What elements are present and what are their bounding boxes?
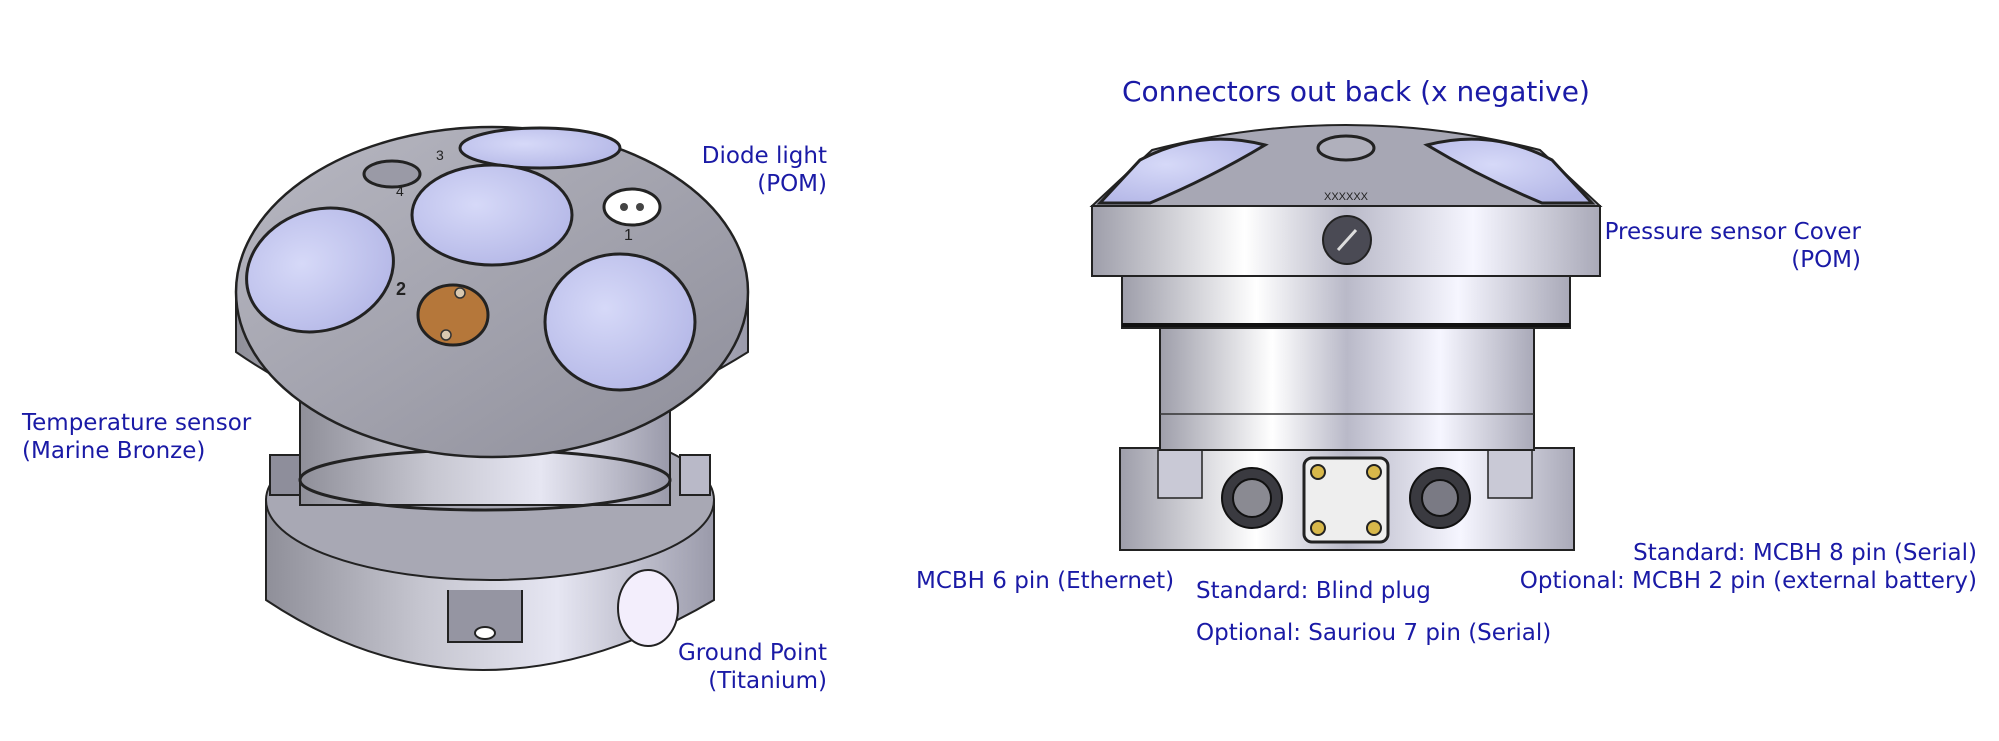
dome-plug	[1316, 134, 1376, 162]
pressure-slot	[1336, 228, 1358, 252]
blind-plug-screw	[1366, 520, 1382, 536]
diode-light-label-line: (POM)	[757, 171, 827, 197]
diode-light-label: Diode light (POM)	[702, 142, 827, 198]
blind-plug-screw	[1310, 520, 1326, 536]
housing-notch-right	[679, 454, 711, 496]
blind-plug-label-line: Standard: Blind plug	[1196, 578, 1431, 604]
mcbh6-label: MCBH 6 pin (Ethernet)	[916, 567, 1174, 595]
temperature-sensor-label-line: (Marine Bronze)	[22, 438, 206, 464]
blind-plug-label: Standard: Blind plug Optional: Sauriou 7…	[1196, 577, 1551, 647]
port-number-1: 1	[624, 227, 633, 244]
diode-pin	[620, 203, 628, 211]
pressure-sensor-label-line: (POM)	[1791, 247, 1861, 273]
middle-cylinder	[1159, 327, 1535, 451]
temperature-screw	[454, 287, 466, 299]
diode-pin	[636, 203, 644, 211]
pressure-sensor-label-line: Pressure sensor Cover	[1604, 219, 1861, 245]
cap-window-center	[410, 163, 574, 267]
mcbh6-connector-face	[1232, 478, 1272, 518]
housing-notch-left	[269, 454, 301, 496]
cap-small-plug	[362, 159, 422, 189]
blind-plug	[1302, 456, 1390, 544]
temperature-sensor-label-line: Temperature sensor	[22, 410, 252, 436]
ground-point	[617, 569, 679, 647]
blind-plug-screw	[1366, 464, 1382, 480]
cap-window-top	[458, 126, 622, 170]
temperature-screw	[440, 329, 452, 341]
pressure-sensor-label: Pressure sensor Cover (POM)	[1605, 218, 1861, 274]
port-number-3: 3	[436, 147, 444, 163]
blind-plug-screw	[1310, 464, 1326, 480]
ground-point-label: Ground Point (Titanium)	[678, 639, 827, 695]
ground-point-label-line: (Titanium)	[708, 668, 827, 694]
block-notch-right	[1487, 449, 1533, 499]
right-back-view: XXXXXX	[1089, 124, 1603, 551]
ground-point-label-line: Ground Point	[677, 640, 827, 666]
mcbh8-label-line: Standard: MCBH 8 pin (Serial)	[1633, 540, 1977, 566]
diode-light-port	[602, 187, 662, 227]
collar	[1121, 275, 1571, 329]
left-isometric-view: 1 2 3 4	[234, 125, 750, 671]
mcbh8-connector-face	[1421, 479, 1459, 517]
temperature-sensor	[416, 283, 490, 347]
dome-window-left	[1096, 137, 1269, 205]
cap-window-left	[245, 206, 395, 334]
mcbh8-label-line: Optional: MCBH 2 pin (external battery)	[1519, 568, 1977, 594]
housing-slot	[447, 590, 523, 643]
page-title: Connectors out back (x negative)	[1122, 75, 1590, 108]
mcbh8-label: Standard: MCBH 8 pin (Serial) Optional: …	[1520, 539, 1977, 595]
port-number-2: 2	[396, 279, 406, 299]
blind-plug-label-line: Optional: Sauriou 7 pin (Serial)	[1196, 620, 1552, 646]
block-notch-left	[1157, 449, 1203, 499]
dome-window-right	[1423, 137, 1596, 205]
temperature-sensor-label: Temperature sensor (Marine Bronze)	[22, 409, 251, 465]
diode-light-label-line: Diode light	[701, 143, 827, 169]
cap-window-right	[543, 252, 697, 392]
port-number-4: 4	[396, 183, 404, 199]
serial-mark: XXXXXX	[1324, 191, 1369, 203]
mcbh6-label-line: MCBH 6 pin (Ethernet)	[916, 568, 1175, 594]
housing-slot-hole	[474, 626, 496, 640]
